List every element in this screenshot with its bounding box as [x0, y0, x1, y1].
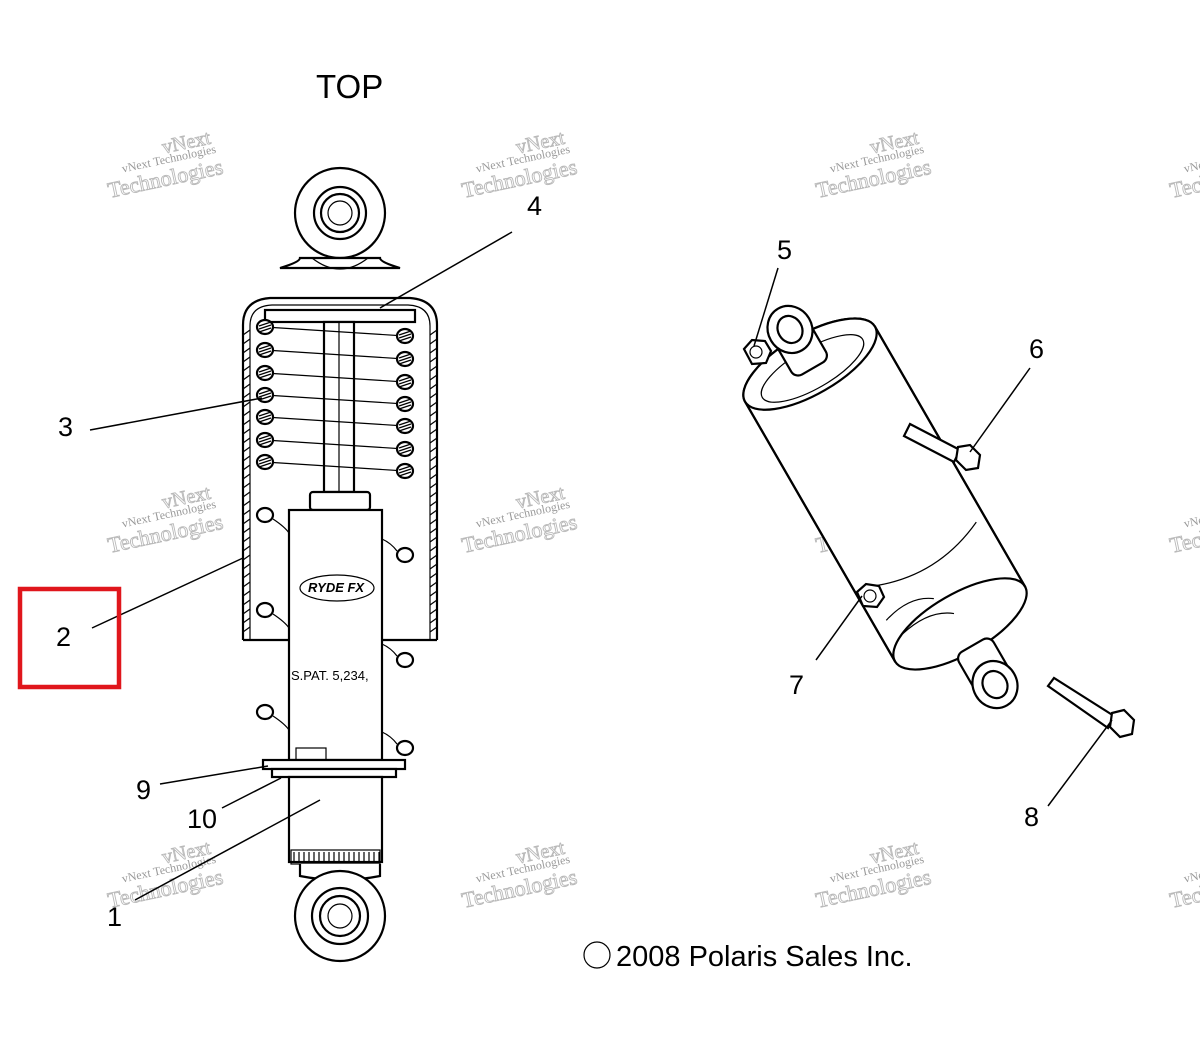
lower-body-ticks: [293, 852, 380, 862]
part-7-nut: [855, 582, 886, 609]
callout-7[interactable]: 7: [789, 670, 804, 700]
spring-coils: [255, 318, 415, 757]
copyright: © 2008 Polaris Sales Inc.: [583, 941, 913, 973]
cover-hatch-right: [429, 329, 438, 633]
part-6-bolt: [902, 422, 982, 472]
callout-2-highlight-box: [17, 586, 122, 690]
callout-1[interactable]: 1: [107, 902, 122, 932]
svg-text:vNext Technologies: vNext Technologies: [1182, 142, 1200, 176]
copyright-text: 2008 Polaris Sales Inc.: [616, 941, 913, 973]
shock-patent-text: S.PAT. 5,234,: [291, 668, 369, 683]
callout-5[interactable]: 5: [777, 235, 792, 265]
callout-3[interactable]: 3: [58, 412, 73, 442]
callout-6[interactable]: 6: [1029, 334, 1044, 364]
part-5-nut: [742, 338, 773, 366]
callout-10[interactable]: 10: [187, 804, 217, 834]
shock-logo: RYDE FX: [308, 580, 365, 595]
svg-text:vNext Technologies: vNext Technologies: [1182, 497, 1200, 531]
callout-9[interactable]: 9: [136, 775, 151, 805]
diagram-title: TOP: [316, 68, 383, 105]
shock-isometric-view: [742, 304, 1028, 710]
callout-2[interactable]: 2: [56, 622, 71, 652]
part-8-bolt: [1046, 676, 1136, 739]
callout-4[interactable]: 4: [527, 191, 542, 221]
callout-8[interactable]: 8: [1024, 802, 1039, 832]
svg-text:vNext Technologies: vNext Technologies: [1182, 852, 1200, 886]
cover-hatch-left: [242, 329, 251, 633]
shock-front-view: RYDE FX S.PAT. 5,234,: [241, 166, 439, 963]
